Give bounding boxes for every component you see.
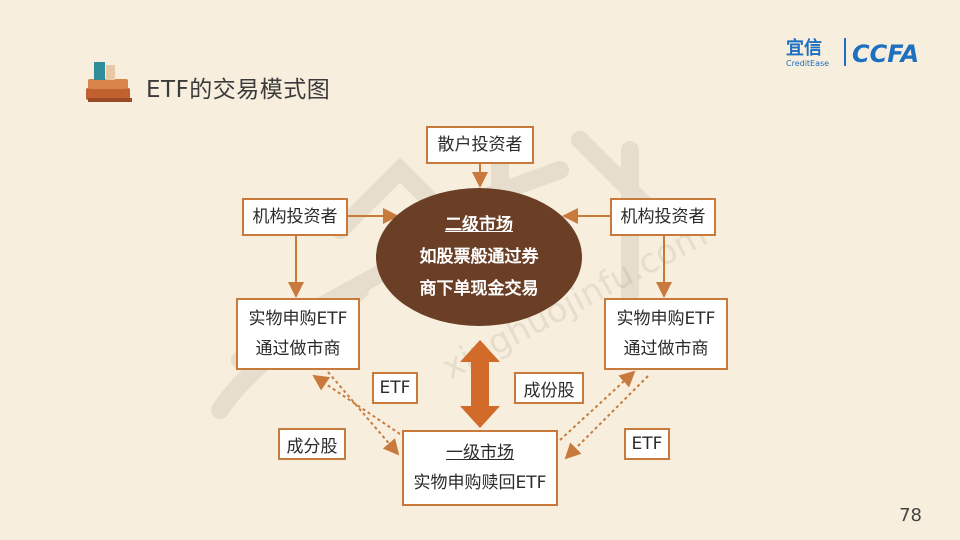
- primary-market-title: 一级市场: [446, 443, 514, 463]
- logo-cn: 宜信: [786, 37, 822, 59]
- logo-en: CreditEase: [786, 59, 829, 68]
- dotted-arrow-right-down: [564, 375, 649, 460]
- node-retail-investor: 散户投资者: [426, 126, 534, 164]
- dotted-arrow-right-up: [559, 370, 636, 441]
- page-number: 78: [899, 505, 922, 526]
- secondary-market-title: 二级市场: [445, 215, 513, 235]
- node-primary-market: 一级市场 实物申购赎回ETF: [402, 430, 558, 506]
- double-arrow-icon: [460, 340, 500, 428]
- node-left-market-maker: 实物申购ETF 通过做市商: [236, 298, 360, 370]
- left-mm-line1: 实物申购ETF: [248, 309, 348, 329]
- node-institution-left: 机构投资者: [242, 198, 348, 236]
- label-etf-left: ETF: [372, 372, 418, 404]
- books-icon: [86, 62, 132, 102]
- node-institution-right: 机构投资者: [610, 198, 716, 236]
- secondary-market-line1: 如股票般通过券: [419, 247, 539, 267]
- right-mm-line2: 通过做市商: [623, 339, 709, 359]
- brand-logo: 宜信 CreditEase CCFA: [786, 37, 919, 68]
- label-components-left: 成分股: [278, 428, 346, 460]
- label-components-center: 成份股: [514, 372, 584, 404]
- dotted-arrow-left-up: [312, 374, 401, 435]
- left-mm-line2: 通过做市商: [255, 339, 341, 359]
- node-secondary-market: 二级市场 如股票般通过券 商下单现金交易: [376, 188, 582, 326]
- node-right-market-maker: 实物申购ETF 通过做市商: [604, 298, 728, 370]
- label-etf-right: ETF: [624, 428, 670, 460]
- logo-partner: CCFA: [852, 40, 919, 68]
- primary-market-line1: 实物申购赎回ETF: [413, 473, 547, 493]
- right-mm-line1: 实物申购ETF: [616, 309, 716, 329]
- secondary-market-line2: 商下单现金交易: [419, 279, 539, 299]
- page-title: ETF的交易模式图: [146, 77, 331, 103]
